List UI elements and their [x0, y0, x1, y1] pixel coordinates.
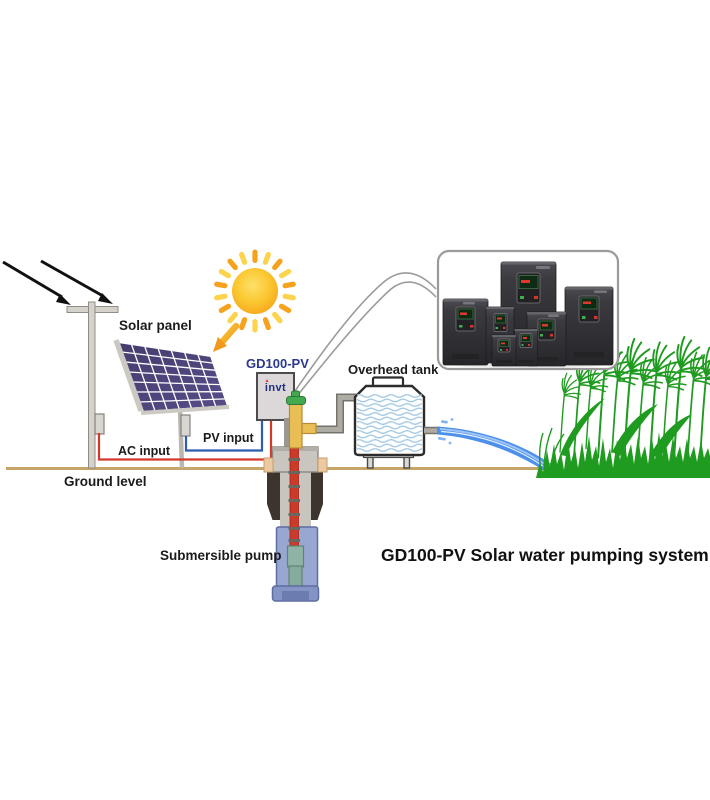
- solar-panel-label: Solar panel: [119, 318, 192, 333]
- valve-handle: [286, 396, 306, 405]
- vfd-drive: [491, 334, 517, 367]
- sunlight-arrow-icon: [213, 322, 240, 352]
- solar-panel-illustration: [113, 339, 230, 469]
- water-spray: [437, 418, 551, 470]
- panel-grid: [121, 343, 226, 412]
- pump-motor-upper: [286, 545, 305, 568]
- well-collar-right: [317, 457, 328, 473]
- power-line: [2, 260, 63, 299]
- panel-junction-box: [180, 414, 191, 437]
- callout-leader-lines: [294, 272, 437, 397]
- pipe-clamps: [288, 458, 300, 542]
- pump-cable: [284, 418, 289, 450]
- ac-input-label: AC input: [118, 444, 171, 458]
- sun-icon: [213, 249, 296, 352]
- wellhead-outlet-yellow: [301, 422, 317, 435]
- pole-mast: [88, 301, 96, 469]
- panel-leg: [177, 407, 185, 469]
- well-collar-left: [263, 457, 274, 473]
- diagram-title: GD100-PV Solar water pumping system: [381, 545, 709, 565]
- grass-base: [536, 432, 710, 478]
- sun-disc: [232, 268, 278, 314]
- overhead-tank-label: Overhead tank: [348, 362, 439, 377]
- power-line-arrowhead: [56, 294, 71, 305]
- well-and-pump: [263, 390, 328, 602]
- pv-input-label: PV input: [203, 431, 255, 445]
- riser-pipe: [289, 447, 299, 550]
- vfd-drive: [564, 286, 614, 366]
- vfd-drive: [514, 328, 538, 367]
- ground-level-label: Ground level: [64, 474, 147, 489]
- inverter-model-label: GD100-PV: [246, 356, 309, 371]
- brand-mark-icon: [265, 379, 269, 382]
- reeds-illustration: [536, 337, 710, 478]
- panel-frame-bottom: [140, 405, 230, 415]
- water-pipe: [303, 393, 356, 434]
- overhead-tank-illustration: [353, 376, 440, 469]
- utility-meter-box: [94, 413, 105, 435]
- panel-frame-left: [113, 339, 144, 412]
- wellhead-riser-yellow: [288, 402, 303, 449]
- submersible-pump-label: Submersible pump: [160, 548, 282, 563]
- vfd-drive: [442, 298, 489, 366]
- pump-base-inner: [282, 591, 309, 600]
- pv-input-wire: [184, 420, 264, 452]
- power-line-arrowhead: [98, 293, 113, 304]
- inverter-brand: invt: [265, 382, 286, 394]
- power-line: [40, 259, 104, 298]
- inverter-family-inset: [436, 249, 620, 371]
- power-pole: [2, 259, 119, 469]
- sun-rays: [214, 249, 296, 333]
- ac-input-wire: [97, 420, 273, 461]
